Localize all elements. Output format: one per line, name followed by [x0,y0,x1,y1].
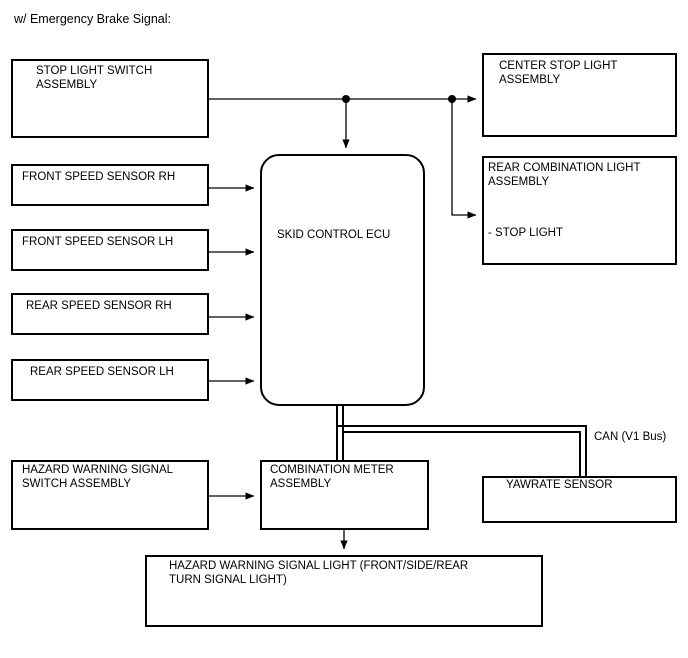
node-center-stop-light-assembly-label-line1: CENTER STOP LIGHT [499,60,617,72]
node-rear-combination-light-assembly-label-line2: ASSEMBLY [488,176,549,188]
node-rear-combination-light-assembly-label-line3: - STOP LIGHT [488,227,563,239]
node-hazard-warning-signal-light[interactable] [145,555,543,627]
node-stop-light-switch-assembly[interactable] [11,59,209,138]
connector-stop-light-branch-to-rear-combination-light [451,99,477,219]
node-rear-combination-light-assembly-label-line1: REAR COMBINATION LIGHT [488,162,641,174]
node-skid-control-ecu[interactable] [260,154,425,406]
node-rear-speed-sensor-rh-label: REAR SPEED SENSOR RH [26,300,172,312]
node-rear-combination-light-assembly[interactable] [482,156,677,265]
node-combination-meter-assembly-label-line2: ASSEMBLY [270,478,331,490]
node-hazard-warning-signal-light-label-line1: HAZARD WARNING SIGNAL LIGHT (FRONT/SIDE/… [169,560,468,572]
can-bus-line-b-to-yawrate-sensor [343,431,581,477]
node-front-speed-sensor-lh-label: FRONT SPEED SENSOR LH [22,236,173,248]
node-rear-speed-sensor-lh-label: REAR SPEED SENSOR LH [30,366,174,378]
node-hazard-warning-signal-switch-assembly-label-line1: HAZARD WARNING SIGNAL [22,464,174,476]
node-rear-speed-sensor-lh[interactable] [11,359,209,401]
node-yawrate-sensor-label: YAWRATE SENSOR [506,479,613,491]
page-title: w/ Emergency Brake Signal: [13,12,171,26]
node-front-speed-sensor-rh-label: FRONT SPEED SENSOR RH [22,171,175,183]
node-front-speed-sensor-rh[interactable] [11,164,209,206]
node-yawrate-sensor[interactable] [482,476,677,523]
node-stop-light-switch-assembly-label-line1: STOP LIGHT SWITCH [36,65,152,77]
node-center-stop-light-assembly[interactable] [482,53,677,137]
can-bus-label: CAN (V1 Bus) [594,431,666,443]
node-combination-meter-assembly-label-line1: COMBINATION METER [270,464,394,476]
node-hazard-warning-signal-switch-assembly-label-line2: SWITCH ASSEMBLY [22,478,131,490]
node-hazard-warning-signal-switch-assembly[interactable] [11,460,209,530]
node-hazard-warning-signal-light-label-line2: TURN SIGNAL LIGHT) [169,574,287,586]
node-stop-light-switch-assembly-label-line2: ASSEMBLY [36,79,97,91]
node-skid-control-ecu-label: SKID CONTROL ECU [277,229,390,241]
node-front-speed-sensor-lh[interactable] [11,229,209,271]
can-bus-line-a-to-yawrate-sensor [337,425,587,477]
node-rear-speed-sensor-rh[interactable] [11,293,209,335]
node-center-stop-light-assembly-label-line2: ASSEMBLY [499,74,560,86]
